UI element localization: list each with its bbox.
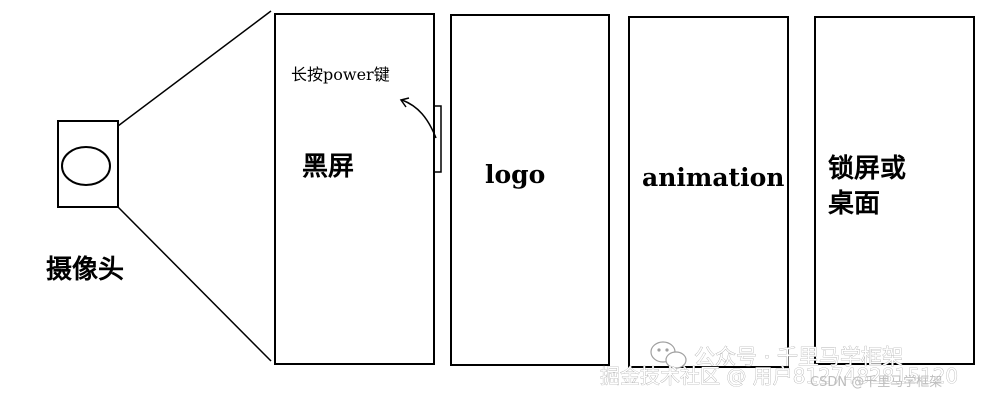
watermark-wechat: 公众号 · 千里马学框架	[694, 345, 903, 369]
watermark-juejin: 掘金技术社区 @ 用户8127482815120	[600, 364, 958, 388]
screen-logo-label: logo	[485, 160, 545, 189]
power-note: 长按power键	[291, 65, 390, 84]
power-arrow-curve	[401, 99, 437, 139]
screen-animation: animation	[628, 16, 789, 368]
screen-black: 长按power键 黑屏	[274, 13, 442, 365]
screen-logo: logo	[450, 14, 610, 366]
power-arrow-head	[399, 97, 410, 108]
screen-lock-desktop: 锁屏或 桌面	[814, 16, 975, 365]
screen-black-label: 黑屏	[302, 152, 354, 182]
camera-lens	[61, 146, 111, 186]
power-button	[433, 105, 442, 173]
screen-animation-frame	[628, 16, 789, 368]
camera-label: 摄像头	[46, 255, 124, 285]
watermarks: 公众号 · 千里马学框架 掘金技术社区 @ 用户8127482815120 CS…	[600, 341, 958, 390]
screen-logo-frame	[450, 14, 610, 366]
watermark-csdn: CSDN @千里马学框架	[810, 374, 942, 390]
view-line-bottom	[117, 206, 272, 362]
screen-lock-label-line2: 桌面	[828, 189, 880, 219]
screen-lock-label-line1: 锁屏或	[828, 153, 906, 184]
screen-lock-frame	[814, 16, 975, 365]
wechat-icon	[650, 341, 687, 369]
screen-animation-label: animation	[642, 163, 784, 192]
view-line-top	[117, 10, 272, 127]
screen-black-frame	[274, 13, 435, 365]
camera	[57, 120, 119, 208]
